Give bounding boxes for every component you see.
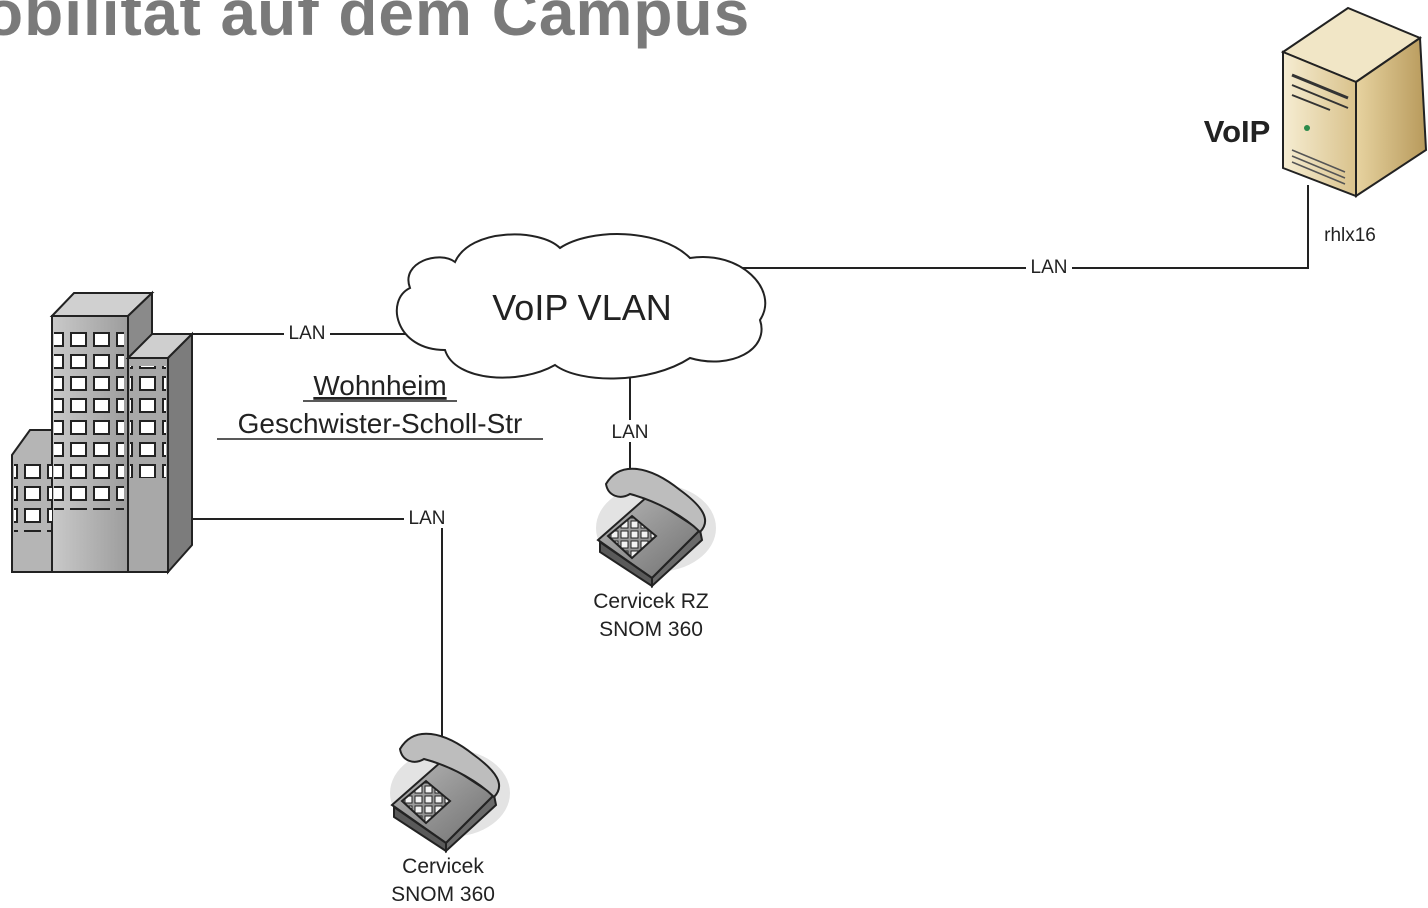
phone-rz-label-line1: Cervicek RZ bbox=[593, 590, 709, 613]
building-icon bbox=[11, 290, 195, 575]
link-label-building: LAN bbox=[289, 323, 326, 344]
server-host-label: rhlx16 bbox=[1324, 225, 1376, 246]
phone-icon bbox=[596, 467, 716, 589]
phone-icon bbox=[390, 732, 510, 854]
server-icon bbox=[1280, 6, 1428, 198]
phone-label-line2: SNOM 360 bbox=[391, 883, 495, 906]
page-title: obilität auf dem Campus bbox=[0, 0, 751, 49]
building-label-line2: Geschwister-Scholl-Str bbox=[238, 408, 523, 439]
phone-label-line1: Cervicek bbox=[402, 855, 484, 878]
server-title: VoIP bbox=[1204, 114, 1271, 149]
building-label-line1: Wohnheim bbox=[313, 370, 446, 401]
phone-rz-label-line2: SNOM 360 bbox=[599, 618, 703, 641]
link-cloud-server bbox=[712, 185, 1309, 269]
link-label-phone: LAN bbox=[409, 508, 446, 529]
link-label-phone-rz: LAN bbox=[612, 422, 649, 443]
link-label-server: LAN bbox=[1031, 257, 1068, 278]
cloud-label: VoIP VLAN bbox=[492, 287, 671, 328]
cloud-icon bbox=[395, 233, 767, 380]
link-building-phone bbox=[180, 518, 443, 745]
